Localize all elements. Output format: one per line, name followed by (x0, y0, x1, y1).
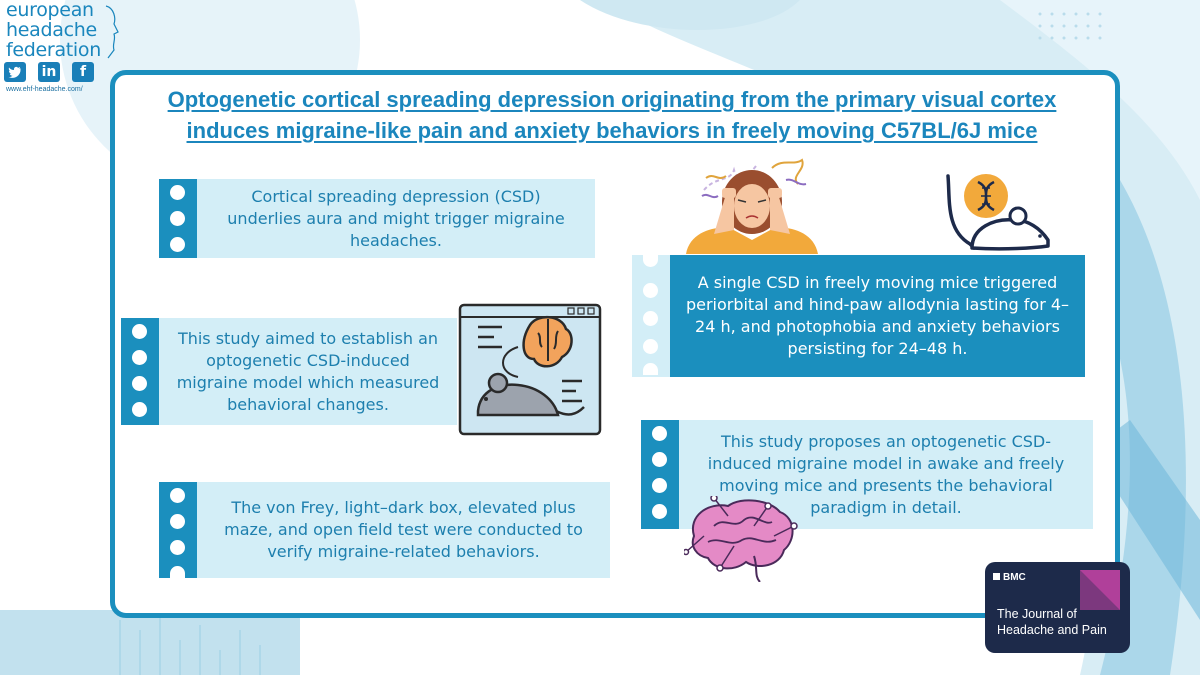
social-links: in f (4, 62, 94, 82)
facebook-icon[interactable]: f (72, 62, 94, 82)
face-profile-icon (105, 5, 119, 59)
card-text: This study aimed to establish an optogen… (159, 318, 457, 425)
page-title: Optogenetic cortical spreading depressio… (118, 84, 1106, 146)
card-text: The von Frey, light–dark box, elevated p… (197, 482, 610, 578)
card-binding-strip (632, 255, 670, 377)
card-binding-strip (159, 179, 197, 258)
card-binding-strip (121, 318, 159, 425)
journal-name: The Journal of Headache and Pain (997, 607, 1107, 637)
mouse-dna-icon (946, 174, 1050, 251)
logo-line-2: headache (6, 19, 97, 41)
card-methods: The von Frey, light–dark box, elevated p… (159, 482, 610, 578)
card-text: Cortical spreading depression (CSD) unde… (197, 179, 595, 258)
logo-line-3: federation (6, 39, 101, 61)
brain-neurons-illustration (684, 496, 798, 582)
ehf-logo[interactable]: european headache federation (6, 0, 126, 100)
title-line-2: induces migraine-like pain and anxiety b… (186, 118, 1038, 143)
logo-line-1: european (6, 0, 94, 21)
journal-publisher: BMC (993, 572, 1026, 583)
card-binding-strip (641, 420, 679, 529)
journal-accent-shape (1080, 570, 1120, 610)
journal-badge[interactable]: BMC The Journal of Headache and Pain (985, 562, 1130, 653)
card-results: A single CSD in freely moving mice trigg… (632, 255, 1085, 377)
brain-mouse-screen-illustration (458, 303, 602, 436)
card-binding-strip (159, 482, 197, 578)
card-text: A single CSD in freely moving mice trigg… (670, 255, 1085, 377)
card-study-aim: This study aimed to establish an optogen… (121, 318, 457, 425)
title-line-1: Optogenetic cortical spreading depressio… (167, 87, 1057, 112)
card-csd-intro: Cortical spreading depression (CSD) unde… (159, 179, 595, 258)
woman-headache-illustration (686, 158, 818, 254)
twitter-icon[interactable] (4, 62, 26, 82)
website-url[interactable]: www.ehf-headache.com/ (6, 86, 83, 93)
linkedin-icon[interactable]: in (38, 62, 60, 82)
